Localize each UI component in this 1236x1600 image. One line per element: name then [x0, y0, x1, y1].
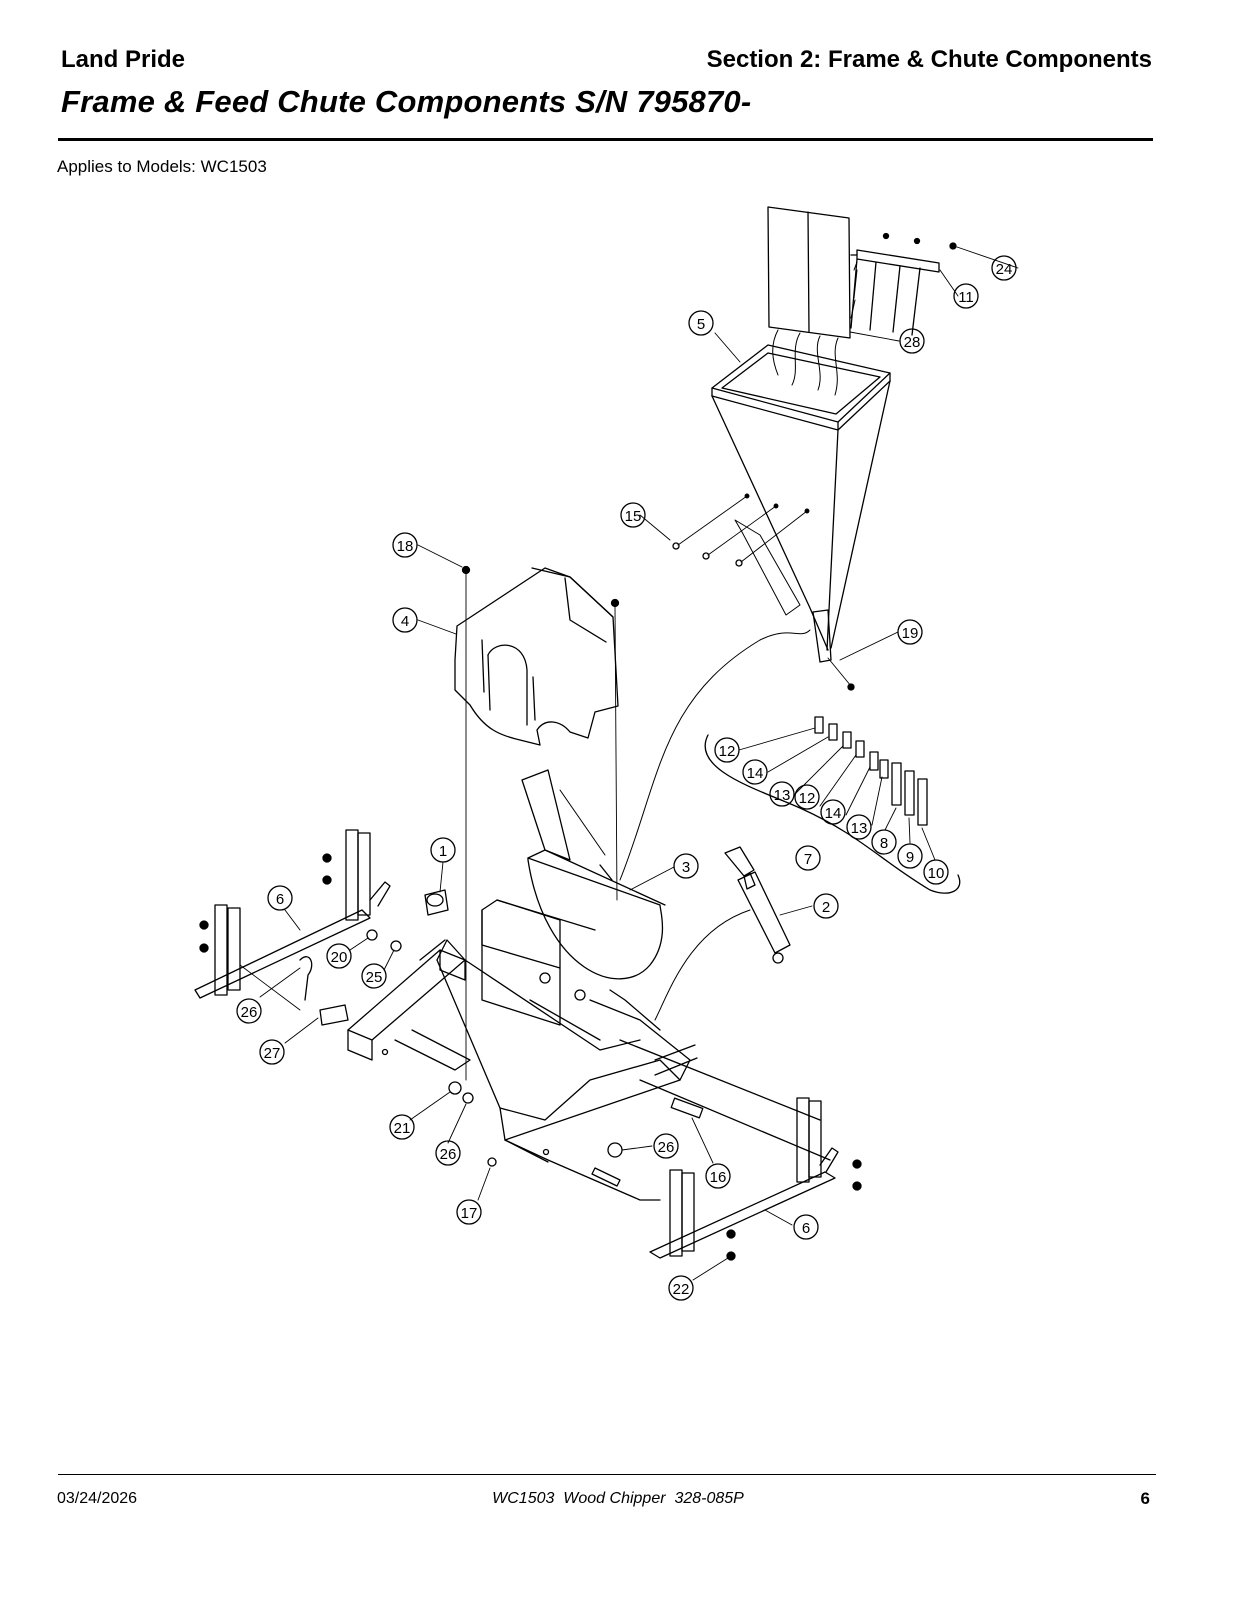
callout-26b: 26	[653, 1133, 679, 1159]
callout-5: 5	[688, 310, 714, 336]
svg-text:11: 11	[958, 289, 974, 306]
svg-text:12: 12	[719, 743, 736, 760]
callout-3: 3	[673, 853, 699, 879]
svg-text:25: 25	[366, 969, 383, 986]
callout-26a: 26	[236, 998, 262, 1024]
callout-21: 21	[389, 1114, 415, 1140]
svg-text:26: 26	[440, 1146, 457, 1163]
callout-14b: 14	[820, 799, 846, 825]
svg-text:17: 17	[461, 1205, 478, 1222]
header-rule	[58, 138, 1153, 141]
svg-text:9: 9	[906, 849, 914, 866]
svg-text:2: 2	[822, 899, 830, 916]
callout-11: 10	[923, 859, 949, 885]
leader-lines	[259, 246, 1019, 1281]
svg-text:26: 26	[658, 1139, 675, 1156]
stand-right	[649, 1097, 862, 1261]
handle-part	[724, 846, 791, 964]
svg-text:24: 24	[996, 261, 1013, 278]
callout-27: 27	[259, 1039, 285, 1065]
svg-text:8: 8	[880, 835, 888, 852]
callout-16: 16	[705, 1163, 731, 1189]
svg-text:12: 12	[799, 790, 816, 807]
callout-20: 20	[326, 943, 352, 969]
brand-name: Land Pride	[61, 46, 186, 73]
svg-text:26: 26	[241, 1004, 258, 1021]
feed-chute-assembly	[672, 206, 957, 691]
callout-14a: 14	[742, 759, 768, 785]
callout-1: 1	[430, 837, 456, 863]
callout-12a: 12	[714, 737, 740, 763]
callout-25: 26	[435, 1140, 461, 1166]
svg-text:19: 19	[902, 625, 919, 642]
svg-text:13: 13	[774, 787, 791, 804]
parts-group-bracket	[704, 716, 961, 894]
callout-13b: 13	[846, 814, 872, 840]
page-number: 6	[1140, 1489, 1150, 1508]
hardware-parts	[319, 889, 623, 1187]
svg-text:15: 15	[625, 508, 642, 525]
callout-15: 15	[620, 502, 646, 528]
svg-text:20: 20	[331, 949, 348, 966]
callout-28: 28	[899, 328, 925, 354]
callout-22: 22	[668, 1275, 694, 1301]
svg-text:5: 5	[697, 316, 705, 333]
svg-text:18: 18	[397, 538, 414, 555]
svg-text:14: 14	[825, 805, 842, 822]
svg-text:16: 16	[710, 1169, 727, 1186]
callout-7: 7	[795, 845, 821, 871]
svg-text:14: 14	[747, 765, 764, 782]
callout-12b: 12	[794, 784, 820, 810]
callout-9: 8	[871, 829, 897, 855]
footer-rule	[58, 1474, 1156, 1475]
svg-text:22: 22	[673, 1281, 690, 1298]
callout-23: 24	[991, 255, 1017, 281]
callout-10: 9	[897, 843, 923, 869]
svg-text:4: 4	[401, 613, 409, 630]
callout-6a: 6	[267, 885, 293, 911]
callouts: 24 11 5 28 15 18 4 19 12 14 13 12 14 13 …	[236, 255, 1017, 1301]
svg-text:6: 6	[276, 891, 284, 908]
shield-part	[454, 565, 620, 1081]
handle-link-line	[654, 909, 751, 1021]
section-title: Section 2: Frame & Chute Components	[706, 46, 1152, 73]
callout-18: 18	[392, 532, 418, 558]
svg-text:3: 3	[682, 859, 690, 876]
main-frame	[347, 769, 831, 1201]
callout-17: 17	[456, 1199, 482, 1225]
callout-13a: 13	[769, 781, 795, 807]
callout-2: 2	[813, 893, 839, 919]
footer-date: 03/24/2026	[57, 1490, 138, 1507]
svg-text:6: 6	[802, 1220, 810, 1237]
callout-24: 25	[361, 963, 387, 989]
callout-6b: 6	[793, 1214, 819, 1240]
footer-document-title: WC1503 Wood Chipper 328-085P	[492, 1490, 744, 1507]
stand-left	[194, 829, 391, 1011]
callout-19: 19	[897, 619, 923, 645]
svg-text:7: 7	[804, 851, 812, 868]
svg-text:28: 28	[904, 334, 921, 351]
svg-text:10: 10	[928, 865, 945, 882]
svg-text:27: 27	[264, 1045, 281, 1062]
svg-text:13: 13	[851, 820, 868, 837]
svg-text:1: 1	[439, 843, 447, 860]
page-title: Frame & Feed Chute Components S/N 795870…	[61, 84, 752, 119]
hose-line	[619, 629, 811, 881]
applies-to-models: Applies to Models: WC1503	[57, 157, 267, 176]
callout-8: 11	[953, 283, 979, 309]
svg-text:21: 21	[394, 1120, 411, 1137]
callout-4: 4	[392, 607, 418, 633]
